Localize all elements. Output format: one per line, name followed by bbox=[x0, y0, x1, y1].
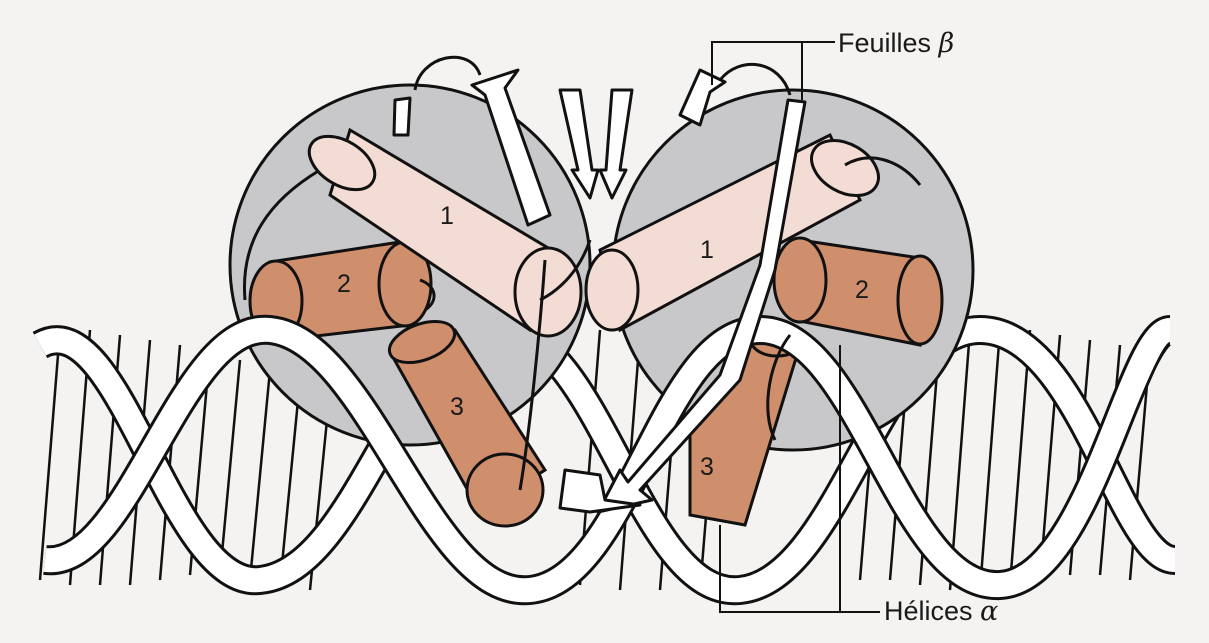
left-protein-domain bbox=[230, 85, 590, 445]
beta-symbol: β bbox=[939, 28, 955, 59]
left-helix-3-number: 3 bbox=[450, 395, 464, 420]
left-helix-2-number: 2 bbox=[337, 272, 351, 297]
beta-sheets-text: Feuilles bbox=[838, 28, 931, 58]
beta-sheets-label: Feuilles β bbox=[838, 30, 954, 57]
center-beta-arrow-right bbox=[600, 90, 632, 198]
right-helix-1-number: 1 bbox=[700, 238, 714, 263]
alpha-symbol: α bbox=[980, 596, 998, 627]
right-helix-3-number: 3 bbox=[700, 455, 714, 480]
right-helix-2-number: 2 bbox=[855, 278, 869, 303]
alpha-helices-text: Hélices bbox=[884, 596, 973, 626]
left-helix-1-number: 1 bbox=[440, 204, 454, 229]
alpha-helices-label: Hélices α bbox=[884, 598, 998, 625]
left-top-beta-strand bbox=[394, 98, 410, 135]
